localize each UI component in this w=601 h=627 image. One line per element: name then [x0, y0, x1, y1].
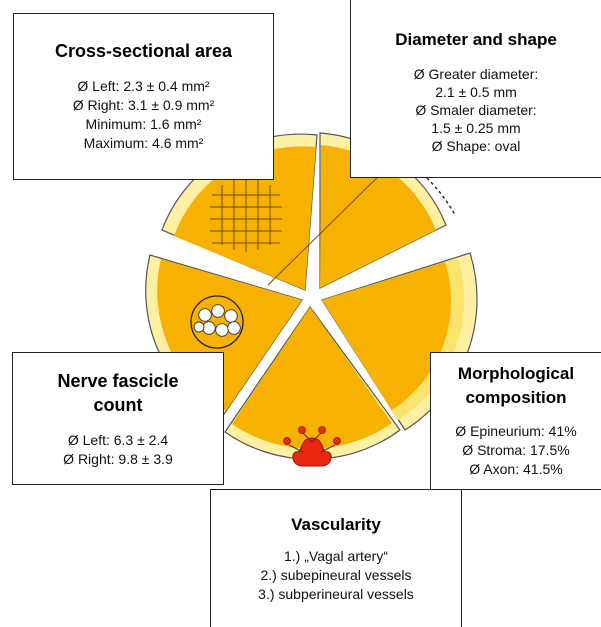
greater-diameter-value: 2.1 ± 0.5 mm — [351, 83, 601, 101]
subperineural-vessel-icon — [334, 438, 341, 445]
greater-diameter-label: Ø Greater diameter: — [351, 65, 601, 83]
fascicle-right-value: Ø Right: 9.8 ± 3.9 — [13, 450, 223, 469]
subepineural-vessels-item: 2.) subepineural vessels — [211, 566, 461, 585]
fascicle-left-value: Ø Left: 6.3 ± 2.4 — [13, 431, 223, 450]
nerve-fascicle-count-box: Nerve fascicle count Ø Left: 6.3 ± 2.4 Ø… — [12, 352, 224, 485]
smaller-diameter-label: Ø Smaler diameter: — [351, 101, 601, 119]
shape-value: Ø Shape: oval — [351, 137, 601, 155]
subepineural-vessel-icon — [299, 427, 306, 434]
morphological-composition-box: Morphological composition Ø Epineurium: … — [430, 352, 601, 490]
csa-minimum-value: Minimum: 1.6 mm² — [14, 115, 273, 134]
cross-sectional-area-title: Cross-sectional area — [14, 41, 273, 62]
epineurium-value: Ø Epineurium: 41% — [431, 422, 601, 441]
diameter-and-shape-box: Diameter and shape Ø Greater diameter: 2… — [350, 0, 601, 178]
subperineural-vessel-icon — [284, 438, 291, 445]
csa-left-value: Ø Left: 2.3 ± 0.4 mm² — [14, 77, 273, 96]
vagal-artery-item: 1.) „Vagal artery“ — [211, 547, 461, 566]
diameter-and-shape-title: Diameter and shape — [351, 30, 601, 50]
stroma-value: Ø Stroma: 17.5% — [431, 441, 601, 460]
smaller-diameter-value: 1.5 ± 0.25 mm — [351, 119, 601, 137]
vascularity-title: Vascularity — [211, 515, 461, 535]
subepineural-vessel-icon — [319, 427, 326, 434]
csa-maximum-value: Maximum: 4.6 mm² — [14, 134, 273, 153]
nerve-fascicle-count-title: Nerve fascicle count — [13, 369, 223, 417]
fascicle-cluster-icon — [191, 296, 243, 348]
subperineural-vessels-item: 3.) subperineural vessels — [211, 585, 461, 604]
nerve-fascicle-count-title-line1: Nerve fascicle — [13, 369, 223, 393]
cross-sectional-area-box: Cross-sectional area Ø Left: 2.3 ± 0.4 m… — [13, 13, 274, 180]
vascularity-box: Vascularity 1.) „Vagal artery“ 2.) subep… — [210, 489, 462, 627]
morphological-composition-title-line2: composition — [431, 386, 601, 410]
axon-value: Ø Axon: 41.5% — [431, 460, 601, 479]
morphological-composition-title-line1: Morphological — [431, 362, 601, 386]
csa-right-value: Ø Right: 3.1 ± 0.9 mm² — [14, 96, 273, 115]
nerve-fascicle-count-title-line2: count — [13, 393, 223, 417]
morphological-composition-title: Morphological composition — [431, 362, 601, 410]
